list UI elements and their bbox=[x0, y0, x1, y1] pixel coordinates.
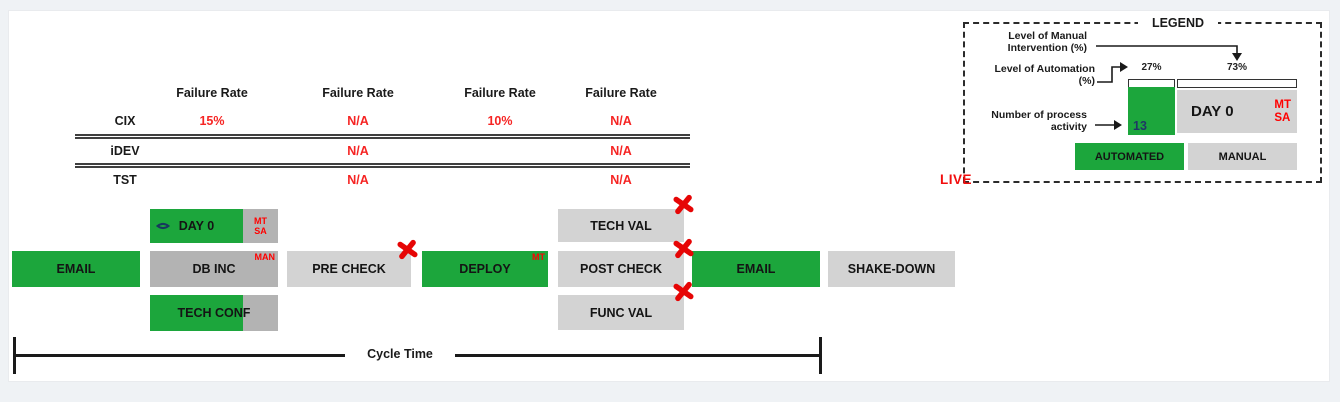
failure-rate-header-2: Failure Rate bbox=[322, 86, 394, 100]
flow-box-email-end: EMAIL bbox=[692, 251, 820, 287]
cycle-time-line-left bbox=[15, 354, 345, 357]
table-cell: N/A bbox=[347, 173, 369, 187]
badge-man: MAN bbox=[254, 252, 276, 262]
legend-activity-label: Number of process activity bbox=[975, 109, 1087, 133]
activity-count: 13 bbox=[1133, 119, 1147, 133]
eye-icon bbox=[156, 222, 170, 230]
cycle-time-left-cap bbox=[13, 337, 16, 374]
legend-key-automated: AUTOMATED bbox=[1075, 143, 1184, 170]
table-row-label-idev: iDEV bbox=[110, 144, 140, 158]
flow-box-db-inc: DB INC MAN bbox=[150, 251, 278, 287]
table-cell: N/A bbox=[610, 114, 632, 128]
badge-mt: MT bbox=[532, 252, 545, 262]
table-cell: 10% bbox=[487, 114, 513, 128]
live-label: LIVE bbox=[940, 172, 973, 187]
legend-label-line: Level of Automation bbox=[994, 63, 1095, 75]
manual-meter bbox=[1177, 79, 1297, 88]
badge-mt: MT bbox=[1274, 98, 1291, 111]
flow-box-email-start: EMAIL bbox=[12, 251, 140, 287]
table-cell: N/A bbox=[610, 173, 632, 187]
flow-box-tech-val: TECH VAL bbox=[558, 209, 684, 242]
flow-box-label: TECH VAL bbox=[590, 218, 652, 233]
legend-title: LEGEND bbox=[1138, 15, 1218, 31]
flow-box-day0: DAY 0 MT SA bbox=[150, 209, 278, 243]
legend-label-line: activity bbox=[1050, 121, 1087, 133]
cycle-time-right-cap bbox=[819, 337, 822, 374]
legend-key-manual: MANUAL bbox=[1188, 143, 1297, 170]
cycle-time-line-right bbox=[455, 354, 820, 357]
legend-manual-intervention-label: Level of Manual Intervention (%) bbox=[975, 30, 1087, 54]
flow-box-label: EMAIL bbox=[56, 262, 96, 276]
flow-box-tech-conf: TECH CONF bbox=[150, 295, 278, 331]
failure-rate-header-3: Failure Rate bbox=[464, 86, 536, 100]
table-separator-line bbox=[75, 163, 690, 168]
legend-automation-label: Level of Automation (%) bbox=[983, 63, 1095, 87]
legend-sample-automated-segment: 13 bbox=[1128, 87, 1175, 135]
flow-box-shake-down: SHAKE-DOWN bbox=[828, 251, 955, 287]
legend-sample-badges: MT SA bbox=[1274, 90, 1291, 133]
flow-box-label: PRE CHECK bbox=[312, 262, 386, 276]
flow-box-post-check: POST CHECK bbox=[558, 251, 684, 287]
automation-percentage: 27% bbox=[1141, 62, 1162, 73]
flow-box-deploy: DEPLOY MT bbox=[422, 251, 548, 287]
manual-percentage: 73% bbox=[1226, 62, 1247, 73]
legend-key-label: MANUAL bbox=[1218, 150, 1267, 163]
legend-arrows bbox=[1095, 45, 1242, 130]
table-cell: N/A bbox=[347, 144, 369, 158]
table-cell: N/A bbox=[610, 144, 632, 158]
flow-box-label: DAY 0 bbox=[178, 219, 215, 233]
flow-box-func-val: FUNC VAL bbox=[558, 295, 684, 330]
badge-sa: SA bbox=[254, 226, 267, 236]
badge-mt: MT bbox=[254, 216, 267, 226]
badge-sa: SA bbox=[1274, 111, 1291, 124]
table-row-label-cix: CIX bbox=[114, 114, 136, 128]
cycle-time-label: Cycle Time bbox=[367, 347, 433, 361]
table-separator-line bbox=[75, 134, 690, 139]
legend-sample-manual-segment: DAY 0 MT SA bbox=[1177, 90, 1297, 133]
flow-box-label: FUNC VAL bbox=[589, 305, 653, 320]
flow-box-label: EMAIL bbox=[736, 262, 776, 276]
flow-box-label: TECH CONF bbox=[177, 306, 251, 320]
flow-box-label: POST CHECK bbox=[580, 262, 662, 276]
table-row-label-tst: TST bbox=[113, 173, 137, 187]
table-cell: 15% bbox=[199, 114, 225, 128]
legend-label-line: (%) bbox=[1078, 75, 1095, 87]
table-cell: N/A bbox=[347, 114, 369, 128]
flow-box-pre-check: PRE CHECK bbox=[287, 251, 411, 287]
legend-label-line: Number of process bbox=[991, 109, 1087, 121]
legend-sample-label: DAY 0 bbox=[1191, 103, 1234, 120]
flow-box-label: DEPLOY bbox=[459, 262, 511, 276]
failure-rate-header-4: Failure Rate bbox=[585, 86, 657, 100]
failure-rate-header-1: Failure Rate bbox=[176, 86, 248, 100]
flow-box-label: DB INC bbox=[192, 262, 236, 276]
legend-key-label: AUTOMATED bbox=[1094, 150, 1165, 163]
flow-box-label: SHAKE-DOWN bbox=[847, 262, 936, 276]
legend-label-line: Level of Manual bbox=[1008, 30, 1087, 42]
legend-label-line: Intervention (%) bbox=[1007, 42, 1087, 54]
manual-task-badges: MT SA bbox=[243, 209, 278, 243]
